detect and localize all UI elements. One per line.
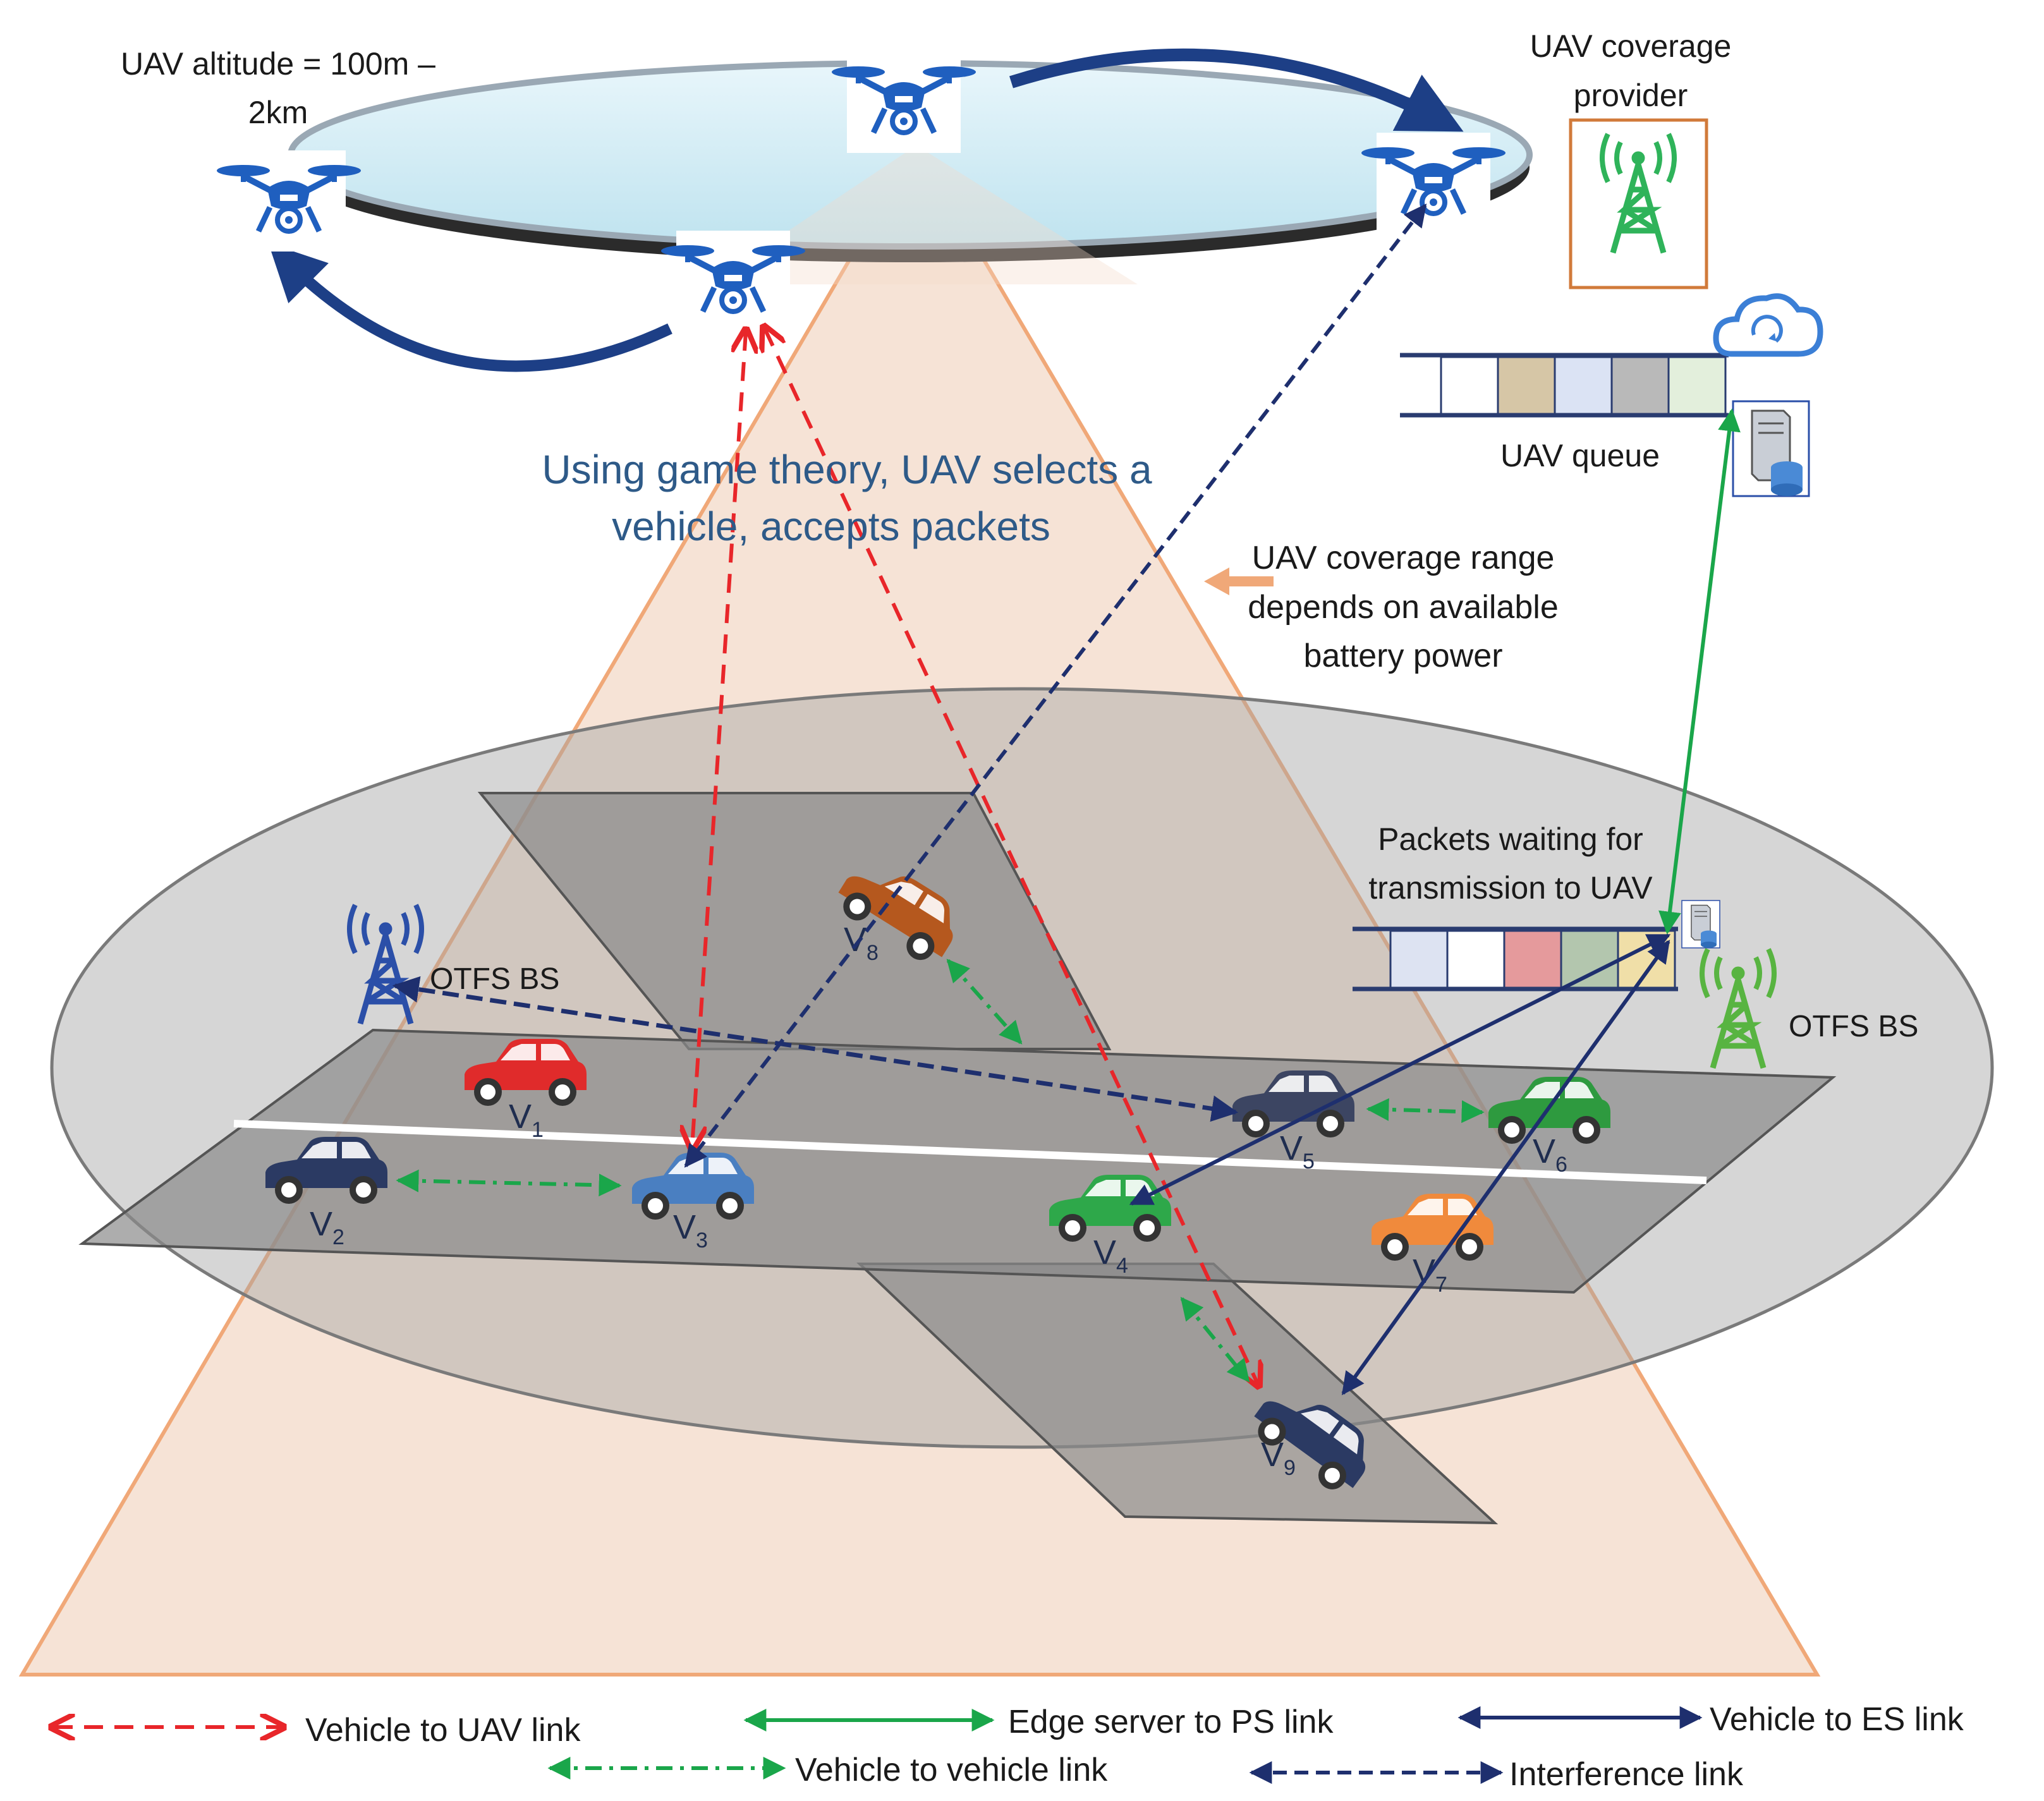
vehicle-label-9: V9	[1261, 1436, 1296, 1480]
packets-waiting-label: Packets waiting for	[1378, 822, 1643, 857]
edge-server-to-ps-link	[1658, 408, 1741, 935]
game-theory-label: vehicle, accepts packets	[612, 504, 1050, 549]
packets-waiting-queue	[1353, 926, 1678, 991]
coverage-provider-label: UAV coverage	[1530, 28, 1732, 64]
otfs-bs-label: OTFS BS	[1789, 1010, 1918, 1043]
game-theory-label: Using game theory, UAV selects a	[542, 447, 1152, 492]
altitude-label: UAV altitude = 100m –	[121, 46, 435, 82]
interference-link	[392, 976, 1239, 1122]
uav-drone-icon	[661, 231, 805, 332]
server-icon	[1681, 900, 1720, 949]
legend-label-vehicle-to-es: Vehicle to ES link	[1710, 1701, 1964, 1738]
vehicle-to-es-link	[1341, 940, 1670, 1395]
vehicle-label-3: V3	[673, 1208, 708, 1252]
vehicle-label-2: V2	[310, 1205, 344, 1249]
vehicle-to-vehicle-link	[396, 1169, 622, 1197]
cloud-icon	[1713, 293, 1823, 357]
vehicle-to-vehicle-link	[1366, 1098, 1485, 1124]
coverage-provider-label: provider	[1574, 78, 1688, 113]
uav-drone-icon	[832, 52, 976, 153]
packets-waiting-label: transmission to UAV	[1368, 870, 1653, 906]
legend-label-edge-to-ps: Edge server to PS link	[1008, 1704, 1334, 1740]
orbit-arrow-right	[1009, 48, 1464, 132]
orbit-arrow-left	[268, 243, 672, 372]
legend-label-vehicle-to-uav: Vehicle to UAV link	[305, 1712, 581, 1749]
server-icon	[1732, 400, 1810, 497]
otfs-bs-label: OTFS BS	[430, 962, 559, 996]
coverage-range-label: battery power	[1303, 638, 1502, 674]
uav-queue	[1400, 353, 1729, 418]
legend: Vehicle to UAV link Edge server to PS li…	[54, 1701, 1964, 1793]
uav-queue-label: UAV queue	[1500, 438, 1660, 473]
altitude-label: 2km	[248, 95, 308, 130]
coverage-range-label: depends on available	[1248, 589, 1559, 626]
legend-label-vehicle-to-vehicle: Vehicle to vehicle link	[795, 1752, 1108, 1788]
legend-label-interference: Interference link	[1509, 1756, 1744, 1793]
uav-drone-icon	[1361, 133, 1506, 234]
uav-drone-icon	[217, 150, 361, 252]
coverage-range-label: UAV coverage range	[1252, 540, 1555, 576]
coverage-provider-box	[1569, 118, 1708, 289]
